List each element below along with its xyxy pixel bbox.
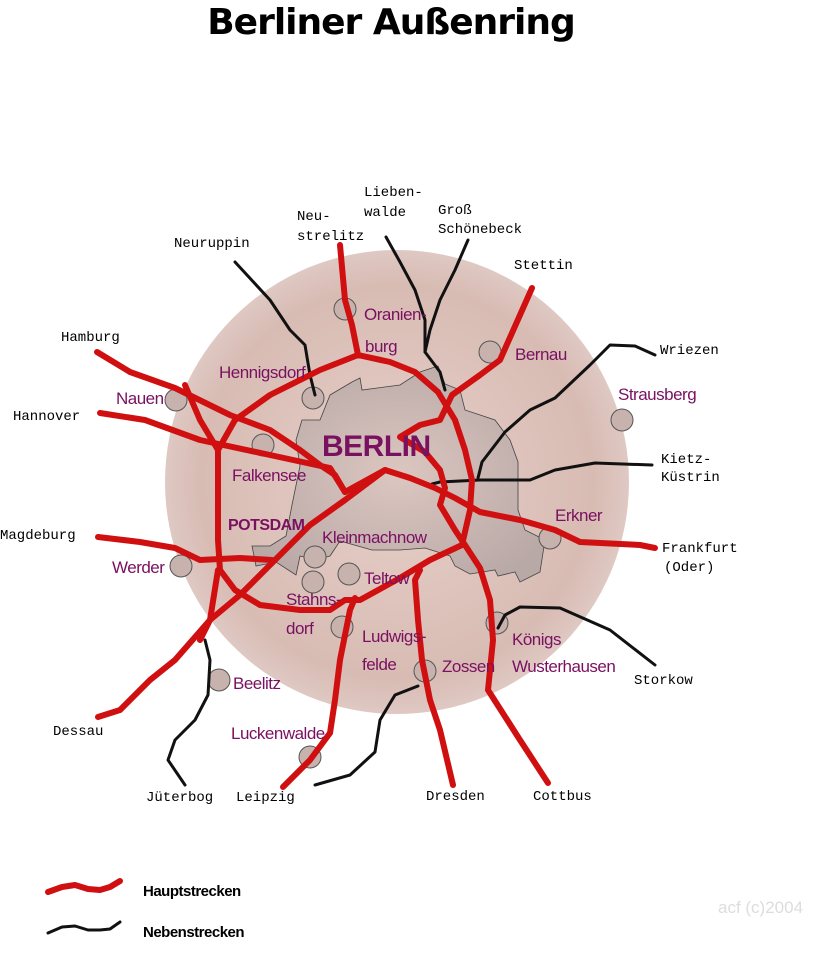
- line-liebenwalde: [384, 235, 447, 392]
- legend-secondary-label: Nebenstrecken: [143, 924, 244, 941]
- station-beelitz: [207, 668, 231, 692]
- label-berlin: BERLIN: [322, 430, 431, 463]
- dest-cottbus: Cottbus: [533, 789, 592, 805]
- line-hannover: [97, 410, 348, 495]
- dest-jueterbog: Jüterbog: [146, 790, 213, 806]
- label-erkner: Erkner: [555, 506, 603, 525]
- label-luckenwalde: Luckenwalde: [231, 724, 325, 743]
- line-storkow: [496, 605, 657, 667]
- dest-kietz-1: Kietz-: [661, 452, 711, 468]
- label-koenigs-1: Königs: [512, 630, 561, 649]
- label-ludwigsfelde-1: Ludwigs-: [362, 627, 426, 646]
- secondary-lines: [166, 235, 657, 787]
- label-nauen: Nauen: [116, 389, 164, 408]
- line-dessau: [95, 467, 388, 720]
- station-strausberg: [610, 408, 634, 432]
- dest-hannover: Hannover: [13, 409, 80, 425]
- dest-liebenwalde-1: Lieben-: [364, 185, 423, 201]
- dest-storkow: Storkow: [634, 673, 693, 689]
- station-werder: [169, 554, 193, 578]
- label-stahnsdorf-2: dorf: [286, 619, 314, 638]
- dest-leipzig: Leipzig: [236, 790, 295, 806]
- line-gross-schoenebeck: [423, 238, 470, 354]
- main-lines: [94, 242, 658, 790]
- dest-hamburg: Hamburg: [61, 330, 120, 346]
- line-jueterbog: [166, 638, 212, 787]
- label-kleinmachnow: Kleinmachnow: [322, 528, 428, 547]
- line-ring-southwest: [197, 567, 221, 643]
- dest-gross-schoenebeck-2: Schönebeck: [438, 222, 522, 238]
- dest-neustrelitz-1: Neu-: [297, 209, 331, 225]
- label-bernau: Bernau: [515, 345, 567, 364]
- map-title: Berliner Außenring: [207, 2, 575, 43]
- label-potsdam: POTSDAM: [228, 517, 305, 534]
- dest-magdeburg: Magdeburg: [0, 528, 76, 544]
- label-stahnsdorf-1: Stahns-: [286, 590, 341, 609]
- label-teltow: Teltow: [364, 569, 410, 588]
- label-koenigs-2: Wusterhausen: [512, 657, 615, 676]
- line-leipzig: [280, 595, 358, 790]
- dest-neuruppin: Neuruppin: [174, 236, 250, 252]
- station-kleinmachnow: [303, 545, 327, 569]
- legend-main-swatch: [45, 878, 123, 895]
- line-neustrelitz: [337, 242, 361, 358]
- line-magdeburg: [95, 534, 275, 563]
- line-nauen-ring: [182, 382, 221, 453]
- dest-liebenwalde-2: walde: [364, 205, 406, 221]
- label-zossen: Zossen: [442, 657, 495, 676]
- dest-stettin: Stettin: [514, 258, 573, 274]
- dest-neustrelitz-2: strelitz: [297, 229, 364, 245]
- line-wriezen: [476, 343, 657, 480]
- label-ludwigsfelde-2: felde: [362, 655, 396, 674]
- dest-frankfurt-2: (Oder): [664, 560, 714, 576]
- legend-secondary-swatch: [46, 920, 122, 935]
- label-hennigsdorf: Hennigsdorf: [219, 363, 306, 382]
- dest-gross-schoenebeck-1: Groß: [438, 203, 472, 219]
- label-strausberg: Strausberg: [618, 385, 696, 404]
- label-oranienburg-2: burg: [365, 337, 397, 356]
- destination-labels: Lieben- walde Neu- strelitz Groß Schöneb…: [0, 185, 738, 806]
- place-labels: BERLIN Oranien- burg Bernau Hennigsdorf …: [112, 305, 697, 743]
- label-falkensee: Falkensee: [232, 466, 306, 485]
- label-beelitz: Beelitz: [233, 674, 281, 693]
- dest-dessau: Dessau: [53, 724, 103, 740]
- dest-dresden: Dresden: [426, 789, 485, 805]
- line-neuruppin: [233, 260, 317, 397]
- line-luckenwalde-zossen: [313, 684, 420, 787]
- station-stahnsdorf: [301, 570, 325, 594]
- station-teltow: [337, 562, 361, 586]
- dest-wriezen: Wriezen: [660, 343, 719, 359]
- dest-kietz-2: Küstrin: [661, 470, 720, 486]
- label-oranienburg-1: Oranien-: [364, 305, 426, 324]
- dest-frankfurt-1: Frankfurt: [662, 541, 738, 557]
- copyright: acf (c)2004: [718, 898, 803, 917]
- line-stettin-cottbus: [397, 285, 551, 786]
- line-dresden: [412, 567, 456, 788]
- label-werder: Werder: [112, 558, 165, 577]
- legend: Hauptstrecken Nebenstrecken: [45, 878, 245, 941]
- line-frankfurt: [342, 467, 658, 551]
- line-kietz-kuestrin: [430, 461, 654, 486]
- legend-main-label: Hauptstrecken: [143, 883, 241, 900]
